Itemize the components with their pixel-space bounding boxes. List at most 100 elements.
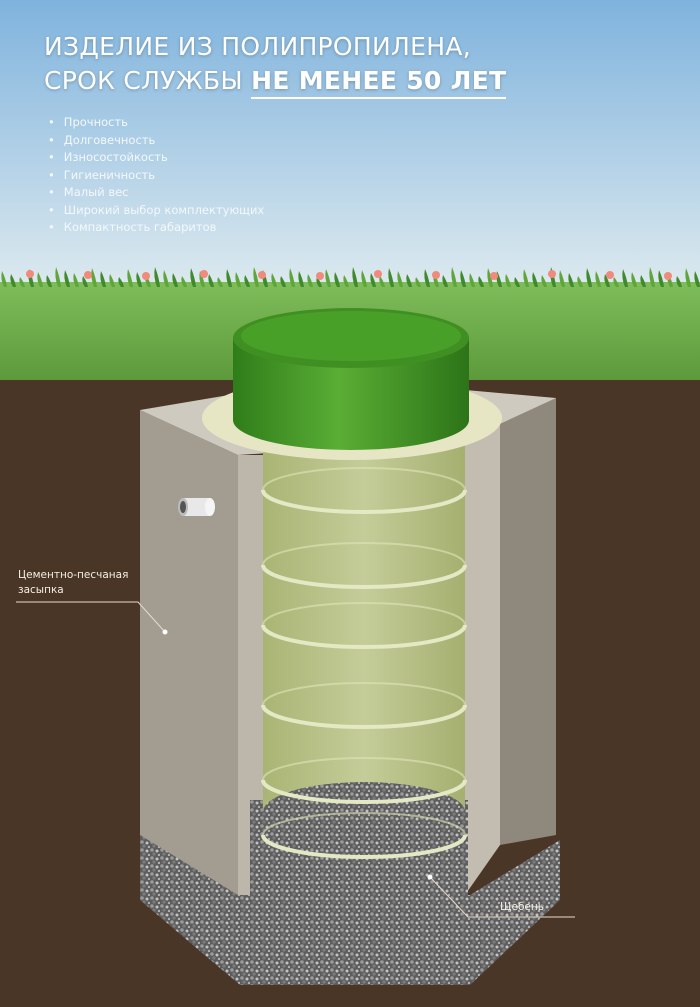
backfill-callout-line bbox=[16, 601, 166, 633]
leaf bbox=[577, 276, 583, 287]
leaf bbox=[91, 268, 97, 287]
leaf bbox=[190, 268, 196, 287]
leaf bbox=[235, 272, 241, 287]
gravel-base bbox=[140, 830, 560, 985]
leaf bbox=[352, 267, 358, 287]
leaf bbox=[46, 275, 52, 287]
headline-emphasis: НЕ МЕНЕЕ 50 ЛЕТ bbox=[251, 66, 507, 99]
rib bbox=[261, 564, 467, 589]
backfill-callout-dot bbox=[162, 629, 168, 635]
leaf bbox=[532, 272, 538, 287]
concrete-right-inner bbox=[465, 420, 500, 895]
leaf bbox=[478, 276, 484, 287]
leaf bbox=[37, 272, 43, 287]
rib bbox=[261, 704, 467, 729]
leaf bbox=[343, 275, 349, 287]
leaf bbox=[649, 267, 655, 287]
headline: ИЗДЕЛИЕ ИЗ ПОЛИПРОПИЛЕНА, СРОК СЛУЖБЫ НЕ… bbox=[44, 30, 507, 99]
headline-line1: ИЗДЕЛИЕ ИЗ ПОЛИПРОПИЛЕНА, bbox=[44, 32, 471, 61]
leaf bbox=[388, 268, 394, 287]
inlet-pipe bbox=[178, 498, 215, 516]
leaf bbox=[127, 269, 133, 287]
rib bbox=[261, 779, 467, 804]
polypropylene-tube bbox=[263, 440, 465, 810]
leaf bbox=[280, 276, 286, 287]
rib-back bbox=[262, 682, 466, 706]
leaf bbox=[523, 269, 529, 287]
leaf bbox=[154, 267, 160, 287]
leaf bbox=[361, 270, 367, 287]
rib bbox=[261, 624, 467, 649]
leaf bbox=[541, 275, 547, 287]
leaf bbox=[613, 277, 619, 287]
leaf bbox=[253, 267, 259, 287]
backfill-label-line2: засыпка bbox=[18, 584, 64, 596]
leaf bbox=[694, 271, 700, 287]
leaf bbox=[271, 273, 277, 287]
flower bbox=[316, 272, 324, 280]
feature-item: Компактность габаритов bbox=[48, 219, 264, 237]
flower bbox=[200, 270, 208, 278]
leaf bbox=[397, 271, 403, 287]
leaf bbox=[307, 274, 313, 287]
rib bbox=[261, 489, 467, 514]
leaf bbox=[568, 273, 574, 287]
leaf bbox=[217, 277, 223, 287]
leaf bbox=[10, 274, 16, 287]
leaf bbox=[676, 276, 682, 287]
leaf bbox=[595, 271, 601, 287]
leaf bbox=[208, 274, 214, 287]
gravel-callout-line bbox=[429, 876, 575, 918]
leaf bbox=[109, 274, 115, 287]
stiffening-ribs bbox=[261, 467, 467, 859]
headline-line2-prefix: СРОК СЛУЖБЫ bbox=[44, 66, 252, 95]
leaf bbox=[226, 269, 232, 287]
concrete-left-face bbox=[140, 410, 238, 895]
leaf bbox=[505, 274, 511, 287]
rib-back bbox=[262, 757, 466, 781]
feature-item: Гигиеничность bbox=[48, 167, 264, 185]
leaf bbox=[334, 272, 340, 287]
leaf bbox=[325, 269, 331, 287]
flower bbox=[84, 271, 92, 279]
leaf bbox=[100, 271, 106, 287]
leaf bbox=[172, 273, 178, 287]
leaf bbox=[289, 268, 295, 287]
leaf bbox=[460, 270, 466, 287]
leaf bbox=[298, 271, 304, 287]
feature-item: Долговечность bbox=[48, 132, 264, 150]
leaf bbox=[631, 272, 637, 287]
leaf bbox=[370, 273, 376, 287]
leaf bbox=[136, 272, 142, 287]
flower-border bbox=[1, 267, 700, 287]
leaf bbox=[514, 277, 520, 287]
flower bbox=[548, 270, 556, 278]
flower bbox=[606, 271, 614, 279]
leaf bbox=[604, 274, 610, 287]
feature-item: Прочность bbox=[48, 114, 264, 132]
leaf bbox=[586, 268, 592, 287]
leaf bbox=[415, 277, 421, 287]
leaf bbox=[622, 269, 628, 287]
leaf bbox=[406, 274, 412, 287]
leaf bbox=[658, 270, 664, 287]
leaf bbox=[163, 270, 169, 287]
leaf bbox=[685, 268, 691, 287]
leaf bbox=[1, 271, 8, 287]
feature-item: Износостойкость bbox=[48, 149, 264, 167]
leaf bbox=[379, 276, 385, 287]
leaf bbox=[82, 276, 88, 287]
leaf bbox=[451, 267, 457, 287]
rib-back bbox=[262, 602, 466, 626]
flower bbox=[26, 270, 34, 278]
leaf bbox=[316, 277, 322, 287]
rib-back bbox=[262, 812, 466, 836]
leaf bbox=[640, 275, 646, 287]
leaf bbox=[118, 277, 124, 287]
leaf bbox=[469, 273, 475, 287]
feature-list: Прочность Долговечность Износостойкость … bbox=[48, 114, 264, 237]
flower bbox=[258, 271, 266, 279]
concrete-right-face bbox=[500, 398, 556, 845]
rib-back bbox=[262, 467, 466, 491]
